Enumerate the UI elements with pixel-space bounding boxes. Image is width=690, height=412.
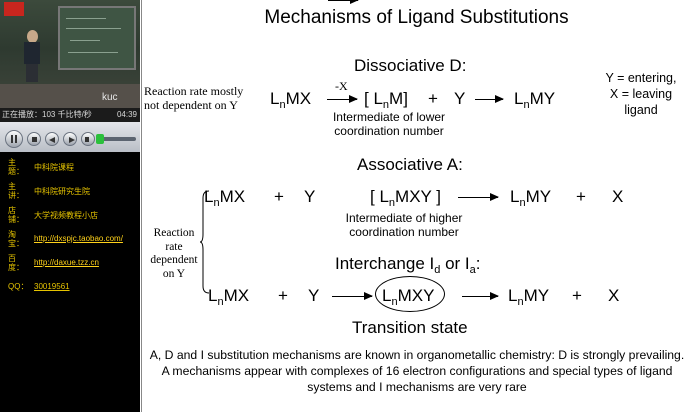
interchange-arrow-2 — [462, 292, 499, 300]
playback-time: 04:39 — [116, 110, 137, 119]
info-label: 主题： — [8, 158, 24, 176]
dissociative-heading: Dissociative D: — [354, 56, 467, 75]
interchange-heading: Interchange Id or Ia: — [335, 254, 481, 276]
curly-brace — [200, 190, 210, 294]
dissociative-arrow-2 — [475, 95, 504, 103]
info-label: 淘宝： — [8, 230, 24, 248]
dissociative-arrow-label: -X — [335, 79, 348, 93]
dissociative-side-note: Reaction rate mostly not dependent on Y — [144, 84, 244, 112]
player-controls — [0, 122, 140, 152]
qq-label: QQ： — [8, 282, 29, 291]
lecturer-image — [22, 30, 42, 82]
baidu-link[interactable]: http://daxue.tzz.cn — [34, 258, 99, 267]
pause-button[interactable] — [5, 130, 23, 148]
info-value: 大学视频教程小店 — [34, 211, 98, 220]
associative-heading: Associative A: — [357, 155, 463, 174]
playback-status-bar: 正在播放：103 千比特/秒 04:39 — [0, 108, 140, 122]
desk-image — [0, 84, 140, 108]
transition-state-ellipse — [375, 276, 445, 312]
course-info-list: 主题： 中科院课程 主讲： 中科院研究生院 店铺： 大学视频教程小店 淘宝： h… — [0, 158, 140, 302]
interchange-plus-1: + — [278, 286, 288, 305]
seek-handle[interactable] — [96, 134, 104, 144]
video-watermark: kuc — [102, 92, 118, 103]
interchange-entering: Y — [308, 286, 320, 305]
interchange-product: LnMY — [508, 286, 550, 308]
media-player-panel: kuc 正在播放：103 千比特/秒 04:39 主题： 中科院课程 主讲： 中… — [0, 0, 140, 412]
info-row-lecturer: 主讲： 中科院研究生院 — [0, 182, 140, 206]
taobao-link[interactable]: http://dxspjc.taobao.com/ — [34, 234, 123, 243]
associative-reactant: LnMX — [204, 187, 246, 209]
associative-plus-1: + — [274, 187, 284, 206]
lecture-slide: Mechanisms of Ligand Substitutions Disso… — [141, 0, 690, 412]
interchange-plus-2: + — [572, 286, 582, 305]
dissociative-entering: Y — [454, 89, 466, 108]
dissociative-product: LnMY — [514, 89, 556, 111]
info-row-shop: 店铺： 大学视频教程小店 — [0, 206, 140, 230]
interchange-arrow-1 — [332, 292, 373, 300]
dissociative-intermediate: [ LnM] — [364, 89, 408, 111]
info-row-taobao: 淘宝： http://dxspjc.taobao.com/ — [0, 230, 140, 254]
video-frame[interactable]: kuc — [0, 0, 140, 108]
info-label: 主讲： — [8, 182, 24, 200]
dissociative-intermediate-note: Intermediate of lower coordination numbe… — [332, 110, 446, 138]
info-value: 中科院研究生院 — [34, 187, 90, 196]
associative-leaving: X — [612, 187, 624, 206]
seek-bar[interactable] — [96, 134, 136, 144]
flag-image — [4, 2, 24, 16]
interchange-transition-species: LnMXY — [382, 286, 435, 308]
rate-dependence-note: Reaction rate dependent on Y — [150, 227, 198, 280]
associative-plus-2: + — [576, 187, 586, 206]
interchange-reactant: LnMX — [208, 286, 250, 308]
playback-status-text: 正在播放：103 千比特/秒 — [2, 110, 92, 119]
associative-product: LnMY — [510, 187, 552, 209]
slide-title: Mechanisms of Ligand Substitutions — [264, 7, 569, 28]
ligand-legend: Y = entering, X = leaving ligand — [605, 71, 677, 117]
associative-intermediate-note: Intermediate of higher coordination numb… — [345, 211, 463, 239]
info-row-baidu: 百度： http://daxue.tzz.cn — [0, 254, 140, 278]
transition-state-label: Transition state — [352, 318, 468, 337]
associative-intermediate: [ LnMXY ] — [370, 187, 442, 209]
blackboard-image — [58, 6, 136, 70]
volume-button[interactable] — [81, 132, 95, 146]
qq-number[interactable]: 30019561 — [34, 282, 70, 291]
dissociative-reactant: LnMX — [270, 89, 312, 111]
info-row-qq: QQ： 30019561 — [0, 278, 140, 302]
dissociative-arrow-1 — [327, 95, 358, 103]
previous-button[interactable] — [45, 132, 59, 146]
info-label: 百度： — [8, 254, 24, 272]
interchange-leaving: X — [608, 286, 620, 305]
info-value: 中科院课程 — [34, 163, 74, 172]
stop-button[interactable] — [27, 132, 41, 146]
associative-arrow-2 — [458, 193, 499, 201]
next-button[interactable] — [63, 132, 77, 146]
dissociative-plus: + — [428, 89, 438, 108]
info-row-topic: 主题： 中科院课程 — [0, 158, 140, 182]
associative-entering: Y — [304, 187, 316, 206]
summary-text: A, D and I substitution mechanisms are k… — [149, 348, 685, 394]
info-label: 店铺： — [8, 206, 24, 224]
associative-arrow-1 — [328, 0, 359, 4]
